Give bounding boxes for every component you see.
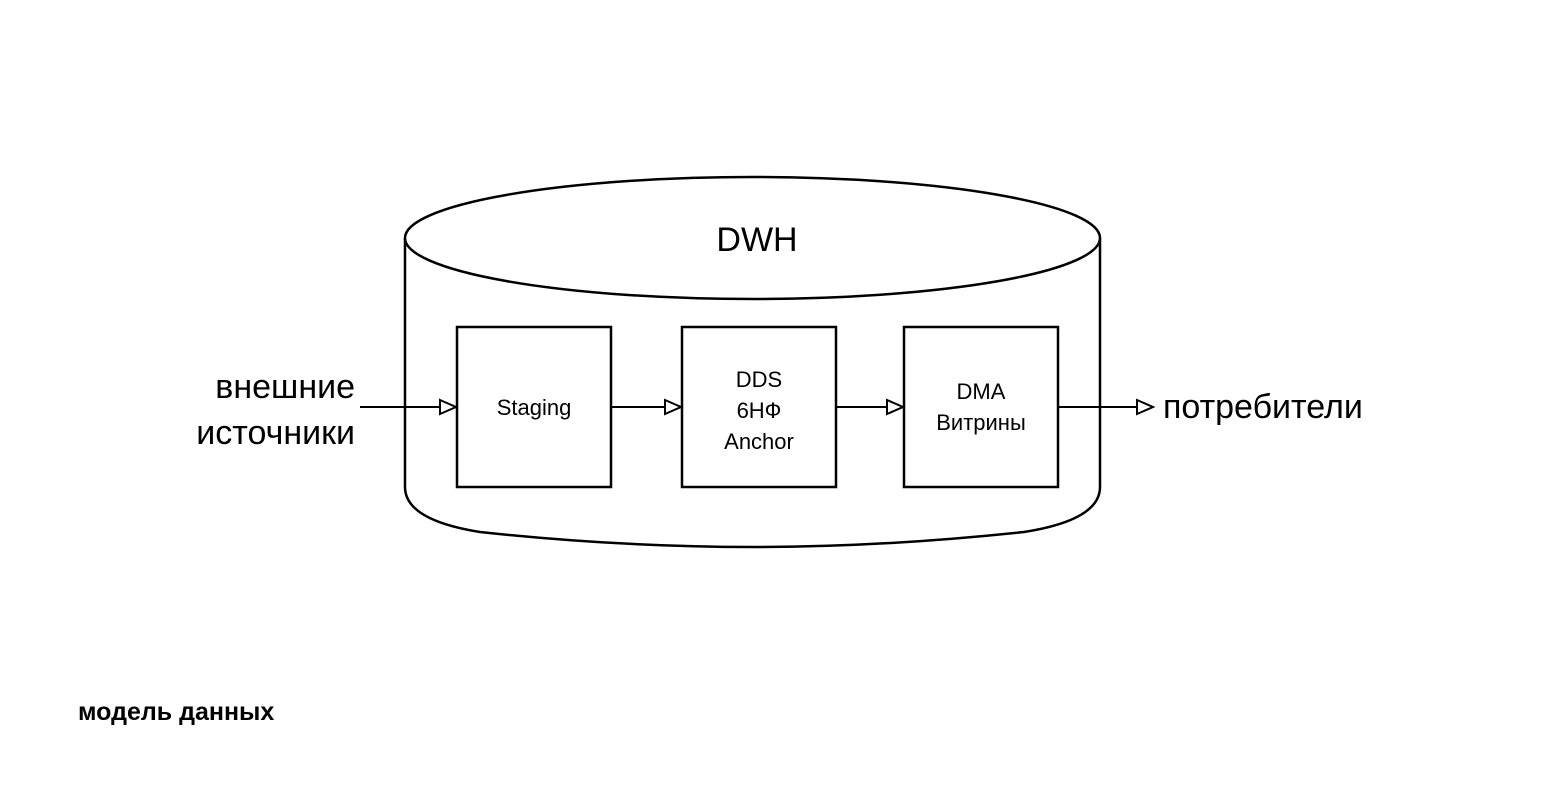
caption: модель данных	[78, 698, 275, 726]
stage-label-dds: DDS 6НФ Anchor	[682, 364, 836, 457]
stage-label-line: Витрины	[936, 410, 1026, 435]
external-sources-line: внешние	[215, 368, 355, 406]
consumers-label: потребители	[1163, 388, 1363, 426]
stage-box-staging[interactable]	[455, 325, 613, 489]
stage-label-line: DDS	[735, 367, 783, 392]
arrowhead-icon	[886, 398, 906, 416]
stage-label-line: Anchor	[724, 429, 794, 454]
arrowhead-icon	[1136, 398, 1156, 416]
stage-box-dds[interactable]	[680, 325, 838, 489]
stage-box-dma[interactable]	[902, 325, 1060, 489]
dwh-title: DWH	[716, 221, 798, 259]
arrowhead-icon	[664, 398, 684, 416]
dwh-cylinder-top	[403, 175, 1102, 301]
dwh-cylinder-body	[403, 238, 1102, 549]
edge-source-staging	[360, 398, 459, 416]
edge-dds-dma	[836, 398, 906, 416]
stage-label-dma: DMA Витрины	[904, 376, 1058, 438]
external-sources-line: источники	[196, 414, 355, 452]
stage-label-line: Staging	[496, 395, 572, 420]
edge-dma-consumer	[1058, 398, 1156, 416]
stage-label-line: DMA	[956, 379, 1006, 404]
edge-staging-dds	[611, 398, 684, 416]
stage-label-staging: Staging	[457, 392, 611, 423]
external-sources-label: внешние источники	[150, 364, 355, 456]
stage-label-line: 6НФ	[736, 398, 782, 423]
arrowhead-icon	[439, 398, 459, 416]
